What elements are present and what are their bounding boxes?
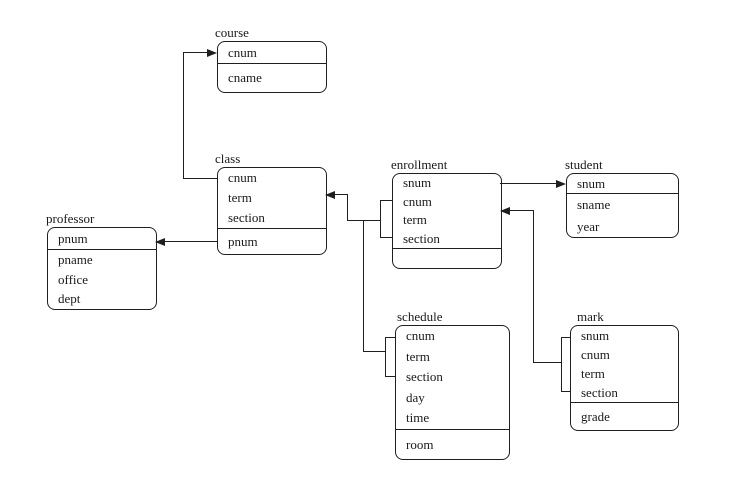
connector-schedule-to-class bbox=[363, 351, 385, 352]
connector-mark-to-enrollment bbox=[561, 337, 562, 391]
attribute-mark-section: section bbox=[581, 385, 618, 400]
key-section-course: cnum bbox=[218, 42, 326, 64]
connector-mark-to-enrollment bbox=[533, 210, 534, 362]
attribute-course-cnum: cnum bbox=[228, 45, 257, 60]
attr-section-mark: grade bbox=[571, 403, 678, 430]
key-section-schedule: cnum term section day time bbox=[396, 326, 509, 430]
attribute-professor-pnum: pnum bbox=[58, 231, 88, 246]
arrowhead-mark-to-enrollment bbox=[500, 207, 510, 215]
attribute-professor-dept: dept bbox=[58, 291, 81, 307]
attribute-class-cnum: cnum bbox=[228, 170, 257, 185]
connector-schedule-to-class bbox=[385, 337, 386, 376]
connector-schedule-to-class bbox=[385, 376, 395, 377]
attribute-student-sname: sname bbox=[577, 197, 611, 212]
attr-section-enrollment bbox=[393, 249, 501, 268]
connector-schedule-to-class bbox=[385, 337, 395, 338]
attribute-class-section: section bbox=[228, 210, 265, 225]
attribute-enrollment-cnum: cnum bbox=[403, 193, 432, 209]
connector-mark-to-enrollment bbox=[561, 391, 570, 392]
entity-title-course: course bbox=[215, 25, 249, 40]
attribute-schedule-time: time bbox=[406, 410, 430, 426]
entity-title-student: student bbox=[565, 157, 603, 172]
connector-enrollment-to-class bbox=[347, 194, 348, 220]
entity-box-schedule: cnum term section day time room bbox=[395, 325, 510, 460]
key-section-mark: snum cnum term section bbox=[571, 326, 678, 403]
key-section-student: snum bbox=[567, 174, 678, 194]
arrowhead-enrollment-to-student bbox=[556, 180, 566, 188]
entity-box-course: cnum cname bbox=[217, 41, 327, 93]
connector-class-to-course bbox=[183, 52, 184, 178]
attribute-mark-term: term bbox=[581, 366, 605, 381]
attribute-professor-pname: pname bbox=[58, 252, 93, 267]
attribute-professor-office: office bbox=[58, 271, 89, 287]
entity-title-enrollment: enrollment bbox=[391, 157, 448, 172]
attribute-course-cname: cname bbox=[228, 70, 262, 85]
attr-section-class: pnum bbox=[218, 229, 326, 254]
entity-title-class: class bbox=[215, 151, 241, 166]
connector-enrollment-to-student bbox=[500, 183, 557, 184]
entity-box-class: cnum term section pnum bbox=[217, 167, 327, 255]
attribute-student-year: year bbox=[577, 218, 600, 234]
connector-class-to-professor bbox=[164, 241, 217, 242]
arrowhead-class-to-course bbox=[207, 49, 217, 57]
attr-section-schedule: room bbox=[396, 430, 509, 459]
attribute-schedule-cnum: cnum bbox=[406, 328, 435, 343]
connector-mark-to-enrollment bbox=[509, 210, 533, 211]
connector-mark-to-enrollment bbox=[561, 337, 570, 338]
connector-enrollment-to-class bbox=[380, 200, 392, 201]
entity-box-enrollment: snum cnum term section bbox=[392, 173, 502, 269]
connector-schedule-to-class bbox=[363, 220, 364, 351]
connector-class-to-course bbox=[183, 52, 208, 53]
attribute-mark-snum: snum bbox=[581, 328, 610, 343]
connector-enrollment-to-class bbox=[380, 237, 392, 238]
entity-box-student: snum sname year bbox=[566, 173, 679, 238]
key-section-class: cnum term section bbox=[218, 168, 326, 229]
attr-section-student: sname year bbox=[567, 194, 678, 237]
attribute-class-pnum: pnum bbox=[228, 234, 258, 249]
attribute-schedule-term: term bbox=[406, 348, 430, 364]
connector-enrollment-to-class bbox=[334, 194, 347, 195]
key-section-professor: pnum bbox=[48, 228, 156, 250]
attribute-class-term: term bbox=[228, 190, 252, 205]
key-section-enrollment: snum cnum term section bbox=[393, 174, 501, 249]
connector-mark-to-enrollment bbox=[533, 362, 561, 363]
attr-section-professor: pname office dept bbox=[48, 250, 156, 309]
arrowhead-enrollment-to-class bbox=[325, 191, 335, 199]
attribute-mark-grade: grade bbox=[581, 409, 610, 424]
attr-section-course: cname bbox=[218, 64, 326, 92]
attribute-student-snum: snum bbox=[577, 176, 606, 191]
attribute-schedule-day: day bbox=[406, 389, 425, 405]
connector-enrollment-to-class bbox=[380, 200, 381, 237]
attribute-enrollment-term: term bbox=[403, 212, 427, 227]
entity-box-professor: pnum pname office dept bbox=[47, 227, 157, 310]
attribute-enrollment-section: section bbox=[403, 230, 440, 246]
attribute-schedule-section: section bbox=[406, 369, 443, 385]
entity-title-professor: professor bbox=[46, 211, 95, 226]
entity-title-schedule: schedule bbox=[397, 309, 443, 324]
attribute-enrollment-snum: snum bbox=[403, 175, 432, 190]
attribute-mark-cnum: cnum bbox=[581, 347, 610, 362]
attribute-schedule-room: room bbox=[406, 437, 434, 452]
connector-class-to-course bbox=[183, 178, 217, 179]
arrowhead-class-to-professor bbox=[155, 238, 165, 246]
entity-box-mark: snum cnum term section grade bbox=[570, 325, 679, 431]
entity-title-mark: mark bbox=[577, 309, 604, 324]
